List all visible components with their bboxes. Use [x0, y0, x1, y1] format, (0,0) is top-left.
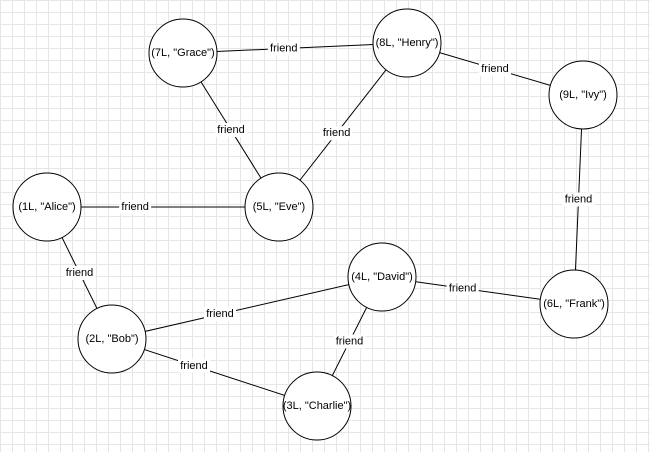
edge-henry-eve: friend: [278, 42, 408, 208]
node-frank: (6L, "Frank"): [539, 269, 609, 339]
node-grace: (7L, "Grace"): [148, 18, 218, 88]
edge-label: friend: [323, 127, 351, 139]
edge-line: [111, 338, 318, 407]
edge-label: friend: [180, 360, 208, 372]
edge-label-background: [479, 62, 511, 76]
nodes-layer: (7L, "Grace") (8L, "Henry") (9L, "Ivy") (1L…: [12, 8, 618, 441]
node-label: (3L, "Charlie"): [283, 400, 351, 412]
edge-bob-charlie: friend: [111, 338, 318, 407]
node-label: (4L, "David"): [351, 271, 413, 283]
edge-label: friend: [66, 267, 94, 279]
edge-label: friend: [481, 63, 509, 75]
edge-label: friend: [270, 43, 298, 55]
edge-line: [278, 42, 408, 208]
edge-label-background: [267, 41, 300, 56]
edge-label-background: [204, 307, 236, 322]
edge-label-background: [333, 334, 366, 349]
node-label: (9L, "Ivy"): [559, 89, 607, 101]
edge-label: friend: [565, 194, 593, 206]
node-eve: (5L, "Eve"): [244, 172, 314, 242]
node-label: (2L, "Bob"): [85, 333, 138, 345]
node-bob: (2L, "Bob"): [77, 304, 147, 374]
node-charlie: (3L, "Charlie"): [282, 371, 352, 441]
edge-label-background: [215, 123, 247, 137]
node-label: (6L, "Frank"): [543, 298, 605, 310]
edge-label-background: [178, 358, 210, 373]
node-circle: [77, 304, 147, 374]
edge-label: friend: [121, 201, 149, 213]
edge-grace-henry: friend: [182, 41, 408, 56]
edge-label: friend: [449, 282, 477, 294]
node-alice: (1L, "Alice"): [12, 172, 82, 242]
node-circle: [372, 8, 442, 78]
node-label: (7L, "Grace"): [151, 47, 214, 59]
edge-alice-eve: friend: [47, 200, 279, 214]
edge-line: [111, 276, 383, 340]
node-label: (1L, "Alice"): [18, 201, 75, 213]
node-circle: [12, 172, 82, 242]
edge-label: friend: [206, 308, 234, 320]
edge-label-background: [562, 192, 595, 207]
node-david: (4L, "David"): [347, 242, 417, 312]
node-circle: [244, 172, 314, 242]
node-circle: [282, 371, 352, 441]
node-circle: [347, 242, 417, 312]
edge-label-background: [63, 266, 96, 280]
edge-bob-david: friend: [111, 276, 383, 340]
node-circle: [548, 60, 618, 130]
edge-label-background: [320, 126, 353, 141]
node-circle: [148, 18, 218, 88]
node-henry: (8L, "Henry"): [372, 8, 442, 78]
edge-label: friend: [217, 124, 245, 136]
edge-label-background: [446, 281, 479, 296]
edge-label: friend: [336, 336, 364, 348]
node-label: (8L, "Henry"): [376, 37, 439, 49]
node-ivy: (9L, "Ivy"): [548, 60, 618, 130]
edge-ivy-frank: friend: [562, 94, 595, 305]
node-label: (5L, "Eve"): [253, 201, 305, 213]
edge-label-background: [119, 200, 152, 214]
node-circle: [539, 269, 609, 339]
